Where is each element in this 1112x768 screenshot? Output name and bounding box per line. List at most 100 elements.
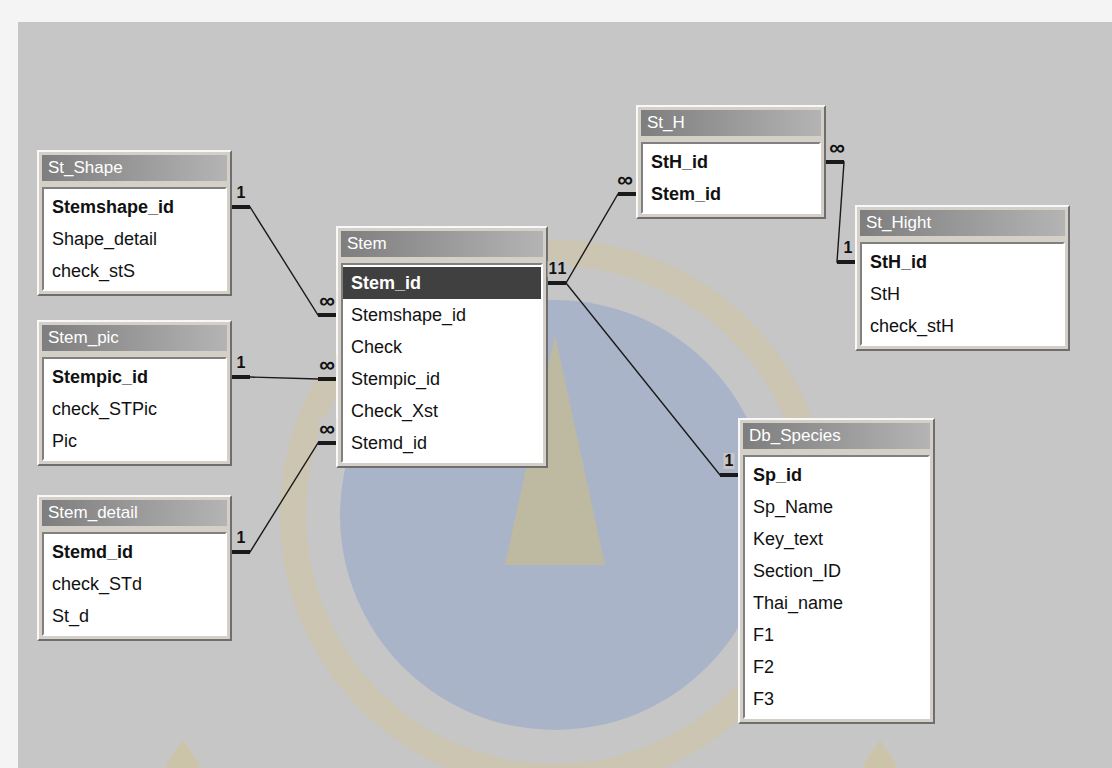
field-list: Stemshape_idShape_detailcheck_stS [42, 187, 227, 291]
cardinality-mark: ∞ [616, 169, 634, 191]
table-title: Db_Species [749, 426, 841, 445]
table-box: Stem_detailStemd_idcheck_STdSt_d [37, 495, 232, 641]
key-field: Stem_id [651, 178, 721, 210]
cardinality-mark: ∞ [318, 354, 336, 376]
key-field: Stemshape_id [52, 191, 174, 223]
field-list: StH_idStem_id [641, 142, 821, 214]
table-title: Stem_pic [48, 328, 119, 347]
field-row: F2 [745, 651, 928, 683]
table-title-bar: Db_Species [743, 423, 930, 449]
relationship-line [548, 194, 636, 283]
field-row: Check [343, 331, 541, 363]
field-row: check_STd [44, 568, 225, 600]
field-list: Stempic_idcheck_STPicPic [42, 357, 227, 461]
field-row: Stem_id [343, 267, 541, 299]
relationship-stub [318, 313, 336, 317]
table-title: St_H [647, 113, 685, 132]
relationship-stub [548, 281, 566, 285]
field-name: F2 [753, 651, 774, 683]
field-list: Stemd_idcheck_STdSt_d [42, 532, 227, 636]
field-row: Stempic_id [343, 363, 541, 395]
relationship-line [232, 443, 336, 552]
field-name: Thai_name [753, 587, 843, 619]
field-name: check_stS [52, 255, 135, 287]
cardinality-mark: 1 [236, 185, 247, 201]
key-field: StH_id [651, 146, 708, 178]
field-name: check_STPic [52, 393, 157, 425]
relationship-stub [548, 281, 566, 285]
field-list: Stem_idStemshape_idCheckStempic_idCheck_… [341, 263, 543, 463]
field-row: Key_text [745, 523, 928, 555]
field-name: St_d [52, 600, 89, 632]
table-box: Db_SpeciesSp_idSp_NameKey_textSection_ID… [738, 418, 935, 724]
field-name: F3 [753, 683, 774, 715]
key-field: Stempic_id [52, 361, 148, 393]
relationship-stub [720, 473, 738, 477]
table-box: StemStem_idStemshape_idCheckStempic_idCh… [336, 226, 548, 468]
field-row: Shape_detail [44, 223, 225, 255]
table-title-bar: St_H [641, 110, 821, 136]
field-name: StH [870, 278, 900, 310]
field-name: check_STd [52, 568, 142, 600]
field-row: check_stH [862, 310, 1063, 342]
cardinality-mark: 1 [724, 453, 735, 469]
table-box: St_ShapeStemshape_idShape_detailcheck_st… [37, 150, 232, 296]
relationship-line [826, 162, 855, 262]
relationship [232, 377, 336, 379]
relationship [548, 194, 636, 283]
key-field: Stem_id [351, 267, 421, 299]
field-name: Pic [52, 425, 77, 457]
relationship-line [548, 283, 738, 475]
relationship-line [232, 207, 336, 315]
field-row: Sp_Name [745, 491, 928, 523]
table-title-bar: St_Shape [42, 155, 227, 181]
field-row: Stemshape_id [343, 299, 541, 331]
seal-ornament [166, 740, 200, 768]
table-title: St_Hight [866, 213, 931, 232]
table-title: Stem_detail [48, 503, 138, 522]
field-name: Sp_Name [753, 491, 833, 523]
field-row: Stemd_id [44, 536, 225, 568]
field-list: StH_idStHcheck_stH [860, 242, 1065, 346]
key-field: Sp_id [753, 459, 802, 491]
relationship [232, 443, 336, 552]
cardinality-mark: 1 [236, 355, 247, 371]
field-name: Stemshape_id [351, 299, 466, 331]
table-title-bar: Stem_pic [42, 325, 227, 351]
field-row: check_STPic [44, 393, 225, 425]
relationship-stub [826, 160, 844, 164]
cardinality-mark: ∞ [318, 290, 336, 312]
key-field: Stemd_id [52, 536, 133, 568]
field-name: F1 [753, 619, 774, 651]
table-box: St_H StH_idStem_id [636, 105, 826, 219]
field-row: StH_id [643, 146, 819, 178]
cardinality-mark: 1 [236, 530, 247, 546]
relationship-stub [318, 377, 336, 381]
field-row: Stemshape_id [44, 191, 225, 223]
relationship-stub [232, 205, 250, 209]
field-row: Sp_id [745, 459, 928, 491]
field-row: Check_Xst [343, 395, 541, 427]
field-row: F1 [745, 619, 928, 651]
field-list: Sp_idSp_NameKey_textSection_IDThai_nameF… [743, 455, 930, 719]
field-row: Pic [44, 425, 225, 457]
table-box: Stem_picStempic_idcheck_STPicPic [37, 320, 232, 466]
canvas-panel [18, 22, 1112, 768]
field-row: Section_ID [745, 555, 928, 587]
cardinality-mark: ∞ [318, 418, 336, 440]
key-field: StH_id [870, 246, 927, 278]
relationship-stub [837, 260, 855, 264]
table-title-bar: St_Hight [860, 210, 1065, 236]
table-title-bar: Stem_detail [42, 500, 227, 526]
relationship-stub [232, 375, 250, 379]
field-name: Stempic_id [351, 363, 440, 395]
field-row: Stem_id [643, 178, 819, 210]
relationship [826, 162, 855, 262]
relationship-stub [618, 192, 636, 196]
field-row: Stempic_id [44, 361, 225, 393]
field-row: StH [862, 278, 1063, 310]
field-row: Stemd_id [343, 427, 541, 459]
relationship-stub [318, 441, 336, 445]
table-title: Stem [347, 234, 387, 253]
